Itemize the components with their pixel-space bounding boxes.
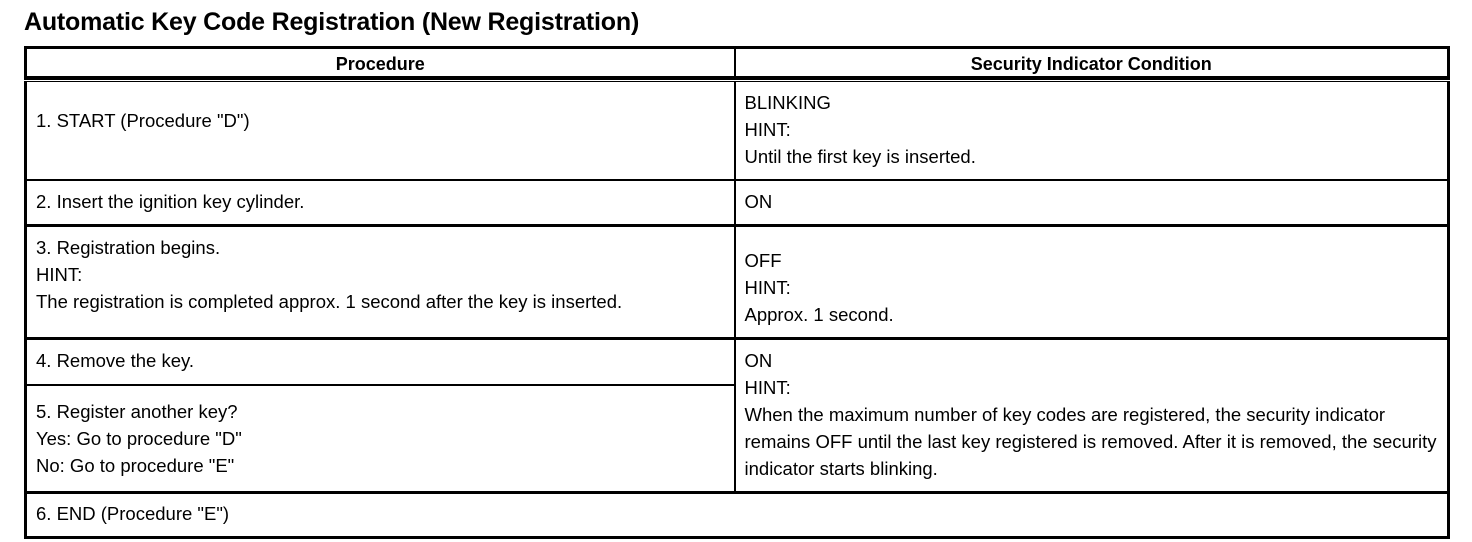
page-title: Automatic Key Code Registration (New Reg… [24,8,640,36]
cell-procedure-6: 6. END (Procedure "E") [25,491,1449,538]
table-row: 5. Register another key? Yes: Go to proc… [25,384,1449,493]
table-row: 1. START (Procedure "D") BLINKING HINT: … [25,80,1449,180]
procedure-table: Procedure Security Indicator Condition 1… [24,46,1450,539]
table-row: 3. Registration begins. HINT: The regist… [25,224,1449,339]
condition-hint-text-4: When the maximum number of key codes are… [744,404,1437,479]
procedure-step-2-text: 2. Insert the ignition key cylinder. [36,191,305,212]
condition-state-1: BLINKING [744,92,831,113]
condition-state-4: ON [744,350,773,371]
procedure-step-3-text: 3. Registration begins. [36,237,221,258]
procedure-hint-label-3: HINT: [36,264,83,285]
cell-condition-1: BLINKING HINT: Until the first key is in… [733,80,1449,180]
cell-condition-3: OFF HINT: Approx. 1 second. [733,224,1449,339]
procedure-step-1-text: 1. START (Procedure "D") [36,110,250,131]
procedure-step-5-no: No: Go to procedure "E" [36,455,235,477]
procedure-step-5-yes: Yes: Go to procedure "D" [36,428,242,450]
column-header-procedure: Procedure [25,47,735,82]
table-row: 2. Insert the ignition key cylinder. ON [25,179,1449,226]
table-row: 6. END (Procedure "E") [25,491,1449,538]
table-row: 4. Remove the key. ON HINT: When the max… [25,337,1449,493]
cell-procedure-1: 1. START (Procedure "D") [25,80,735,180]
condition-hint-text-3: Approx. 1 second. [744,304,894,325]
column-header-condition: Security Indicator Condition [733,47,1449,82]
condition-hint-label-3: HINT: [744,277,791,298]
procedure-step-4-text: 4. Remove the key. [36,350,195,371]
condition-hint-label-1: HINT: [744,119,791,140]
cell-condition-4-5: ON HINT: When the maximum number of key … [733,337,1449,493]
condition-state-3: OFF [744,250,782,271]
table-header-row: Procedure Security Indicator Condition [25,47,1449,82]
cell-procedure-5: 5. Register another key? Yes: Go to proc… [25,384,735,493]
cell-procedure-2: 2. Insert the ignition key cylinder. [25,179,735,226]
procedure-step-6-text: 6. END (Procedure "E") [36,503,230,524]
cell-procedure-4: 4. Remove the key. [25,337,735,386]
condition-state-2: ON [744,191,773,212]
procedure-hint-text-3: The registration is completed approx. 1 … [36,291,623,312]
procedure-step-5-text: 5. Register another key? [36,401,238,423]
procedure-table-wrapper: Procedure Security Indicator Condition 1… [24,46,1450,539]
condition-hint-text-1: Until the first key is inserted. [744,146,976,167]
cell-condition-2: ON [733,179,1449,226]
condition-hint-label-4: HINT: [744,377,791,398]
cell-procedure-3: 3. Registration begins. HINT: The regist… [25,224,735,339]
